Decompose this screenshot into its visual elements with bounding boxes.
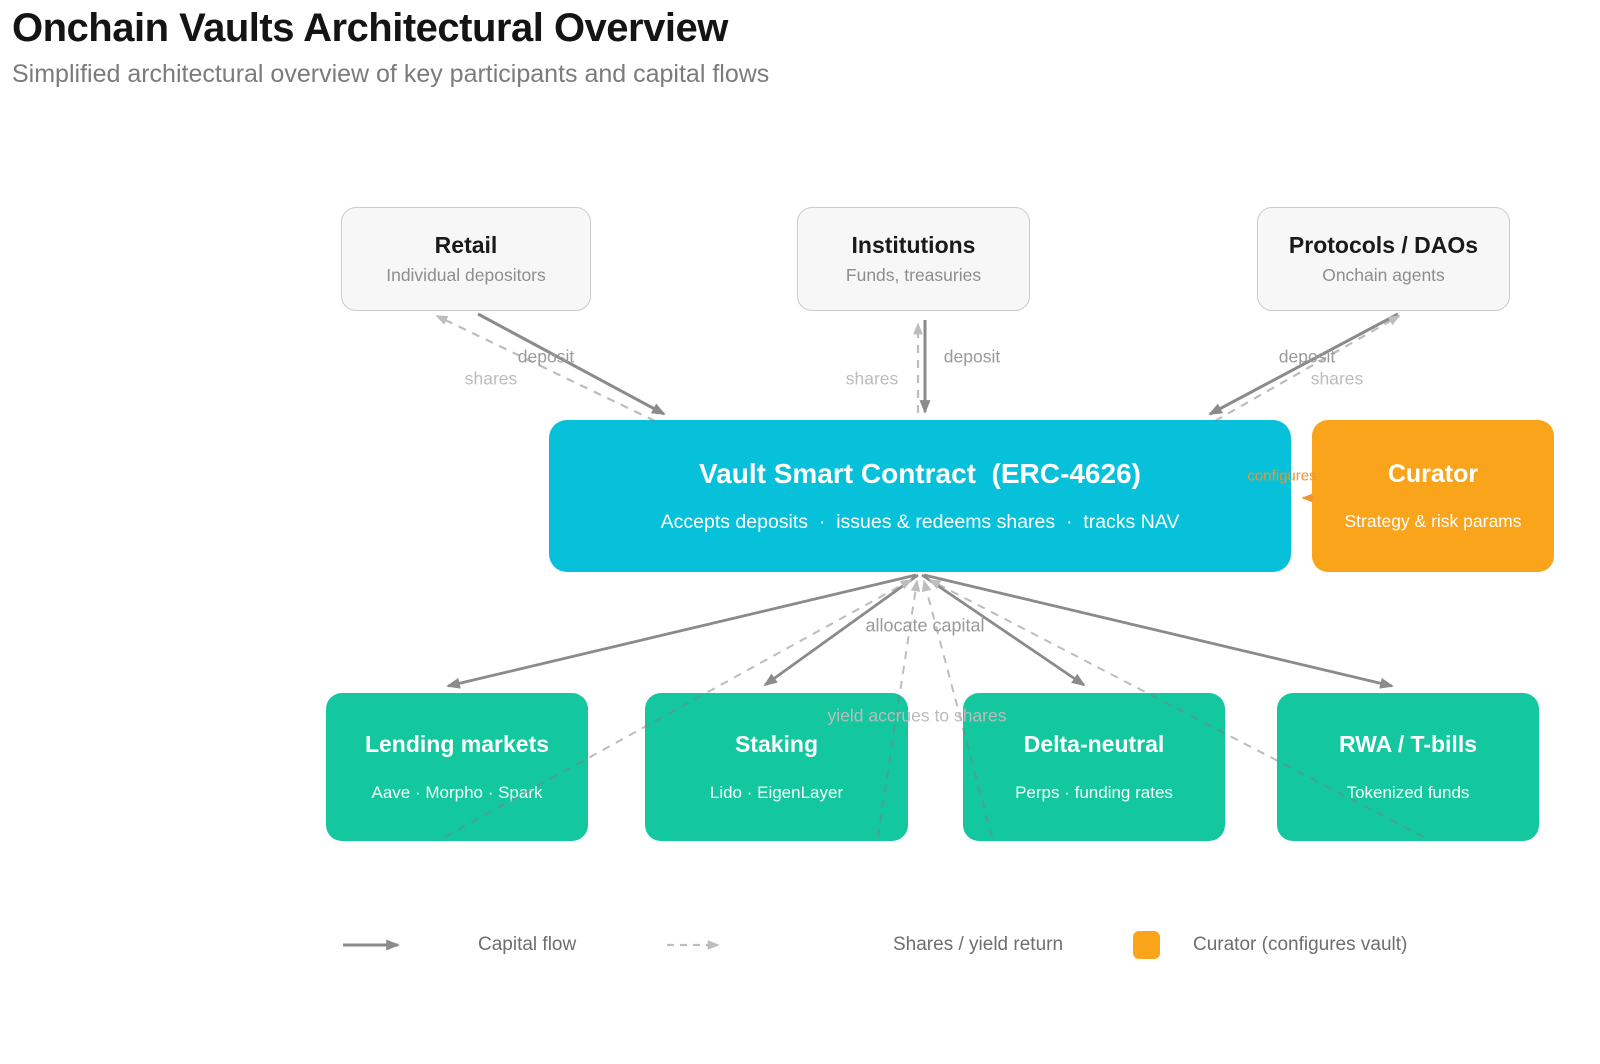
node-institutions-subtitle: Funds, treasuries	[845, 265, 982, 285]
edge-protocols-shares	[1214, 315, 1401, 422]
edge-allocate-rwa	[923, 573, 1394, 689]
edge-allocate-lending	[446, 573, 917, 689]
legend-shares-return-label: Shares / yield return	[893, 934, 1064, 955]
node-rwa-tbills: RWA / T-bills Tokenized funds	[1277, 693, 1539, 841]
node-protocols-daos-title: Protocols / DAOs	[1288, 232, 1479, 258]
node-delta-title: Delta-neutral	[1023, 731, 1165, 757]
node-institutions: Institutions Funds, treasuries	[797, 207, 1030, 311]
node-staking-subtitle: Lido · EigenLayer	[709, 783, 844, 802]
label-institutions-shares: shares	[845, 368, 899, 389]
node-retail: Retail Individual depositors	[341, 207, 591, 311]
legend-curator-swatch	[1133, 931, 1160, 959]
node-curator-subtitle: Strategy & risk params	[1344, 511, 1522, 531]
node-vault-smart-contract: Vault Smart Contract (ERC-4626) Accepts …	[549, 420, 1291, 572]
label-retail-deposit: deposit	[517, 346, 575, 367]
label-yield-accrues: yield accrues to shares	[827, 705, 1007, 726]
node-lending-title: Lending markets	[364, 731, 550, 757]
node-retail-subtitle: Individual depositors	[386, 265, 546, 285]
node-vault-title: Vault Smart Contract (ERC-4626)	[699, 458, 1141, 489]
node-institutions-title: Institutions	[851, 232, 976, 258]
label-retail-shares: shares	[464, 368, 518, 389]
legend-curator-label: Curator (configures vault)	[1193, 934, 1408, 955]
label-institutions-deposit: deposit	[943, 346, 1001, 367]
label-allocate-capital: allocate capital	[865, 615, 985, 636]
node-rwa-subtitle: Tokenized funds	[1346, 783, 1470, 802]
label-protocols-shares: shares	[1310, 368, 1364, 389]
node-vault-subtitle: Accepts deposits · issues & redeems shar…	[660, 511, 1180, 533]
node-lending-subtitle: Aave · Morpho · Spark	[371, 783, 543, 802]
legend-capital-flow-label: Capital flow	[478, 934, 577, 955]
node-delta-subtitle: Perps · funding rates	[1015, 783, 1173, 802]
node-retail-title: Retail	[434, 232, 498, 258]
node-staking-title: Staking	[734, 731, 819, 757]
node-rwa-title: RWA / T-bills	[1338, 731, 1477, 757]
page-title: Onchain Vaults Architectural Overview	[12, 6, 728, 50]
page-subtitle: Simplified architectural overview of key…	[12, 60, 770, 88]
label-configures: configures	[1247, 467, 1317, 485]
label-protocols-deposit: deposit	[1278, 346, 1336, 367]
node-curator: Curator Strategy & risk params	[1312, 420, 1554, 572]
node-protocols-daos: Protocols / DAOs Onchain agents	[1257, 207, 1510, 311]
node-lending-markets: Lending markets Aave · Morpho · Spark	[326, 693, 588, 841]
node-protocols-daos-subtitle: Onchain agents	[1322, 265, 1445, 285]
node-curator-title: Curator	[1387, 460, 1479, 488]
